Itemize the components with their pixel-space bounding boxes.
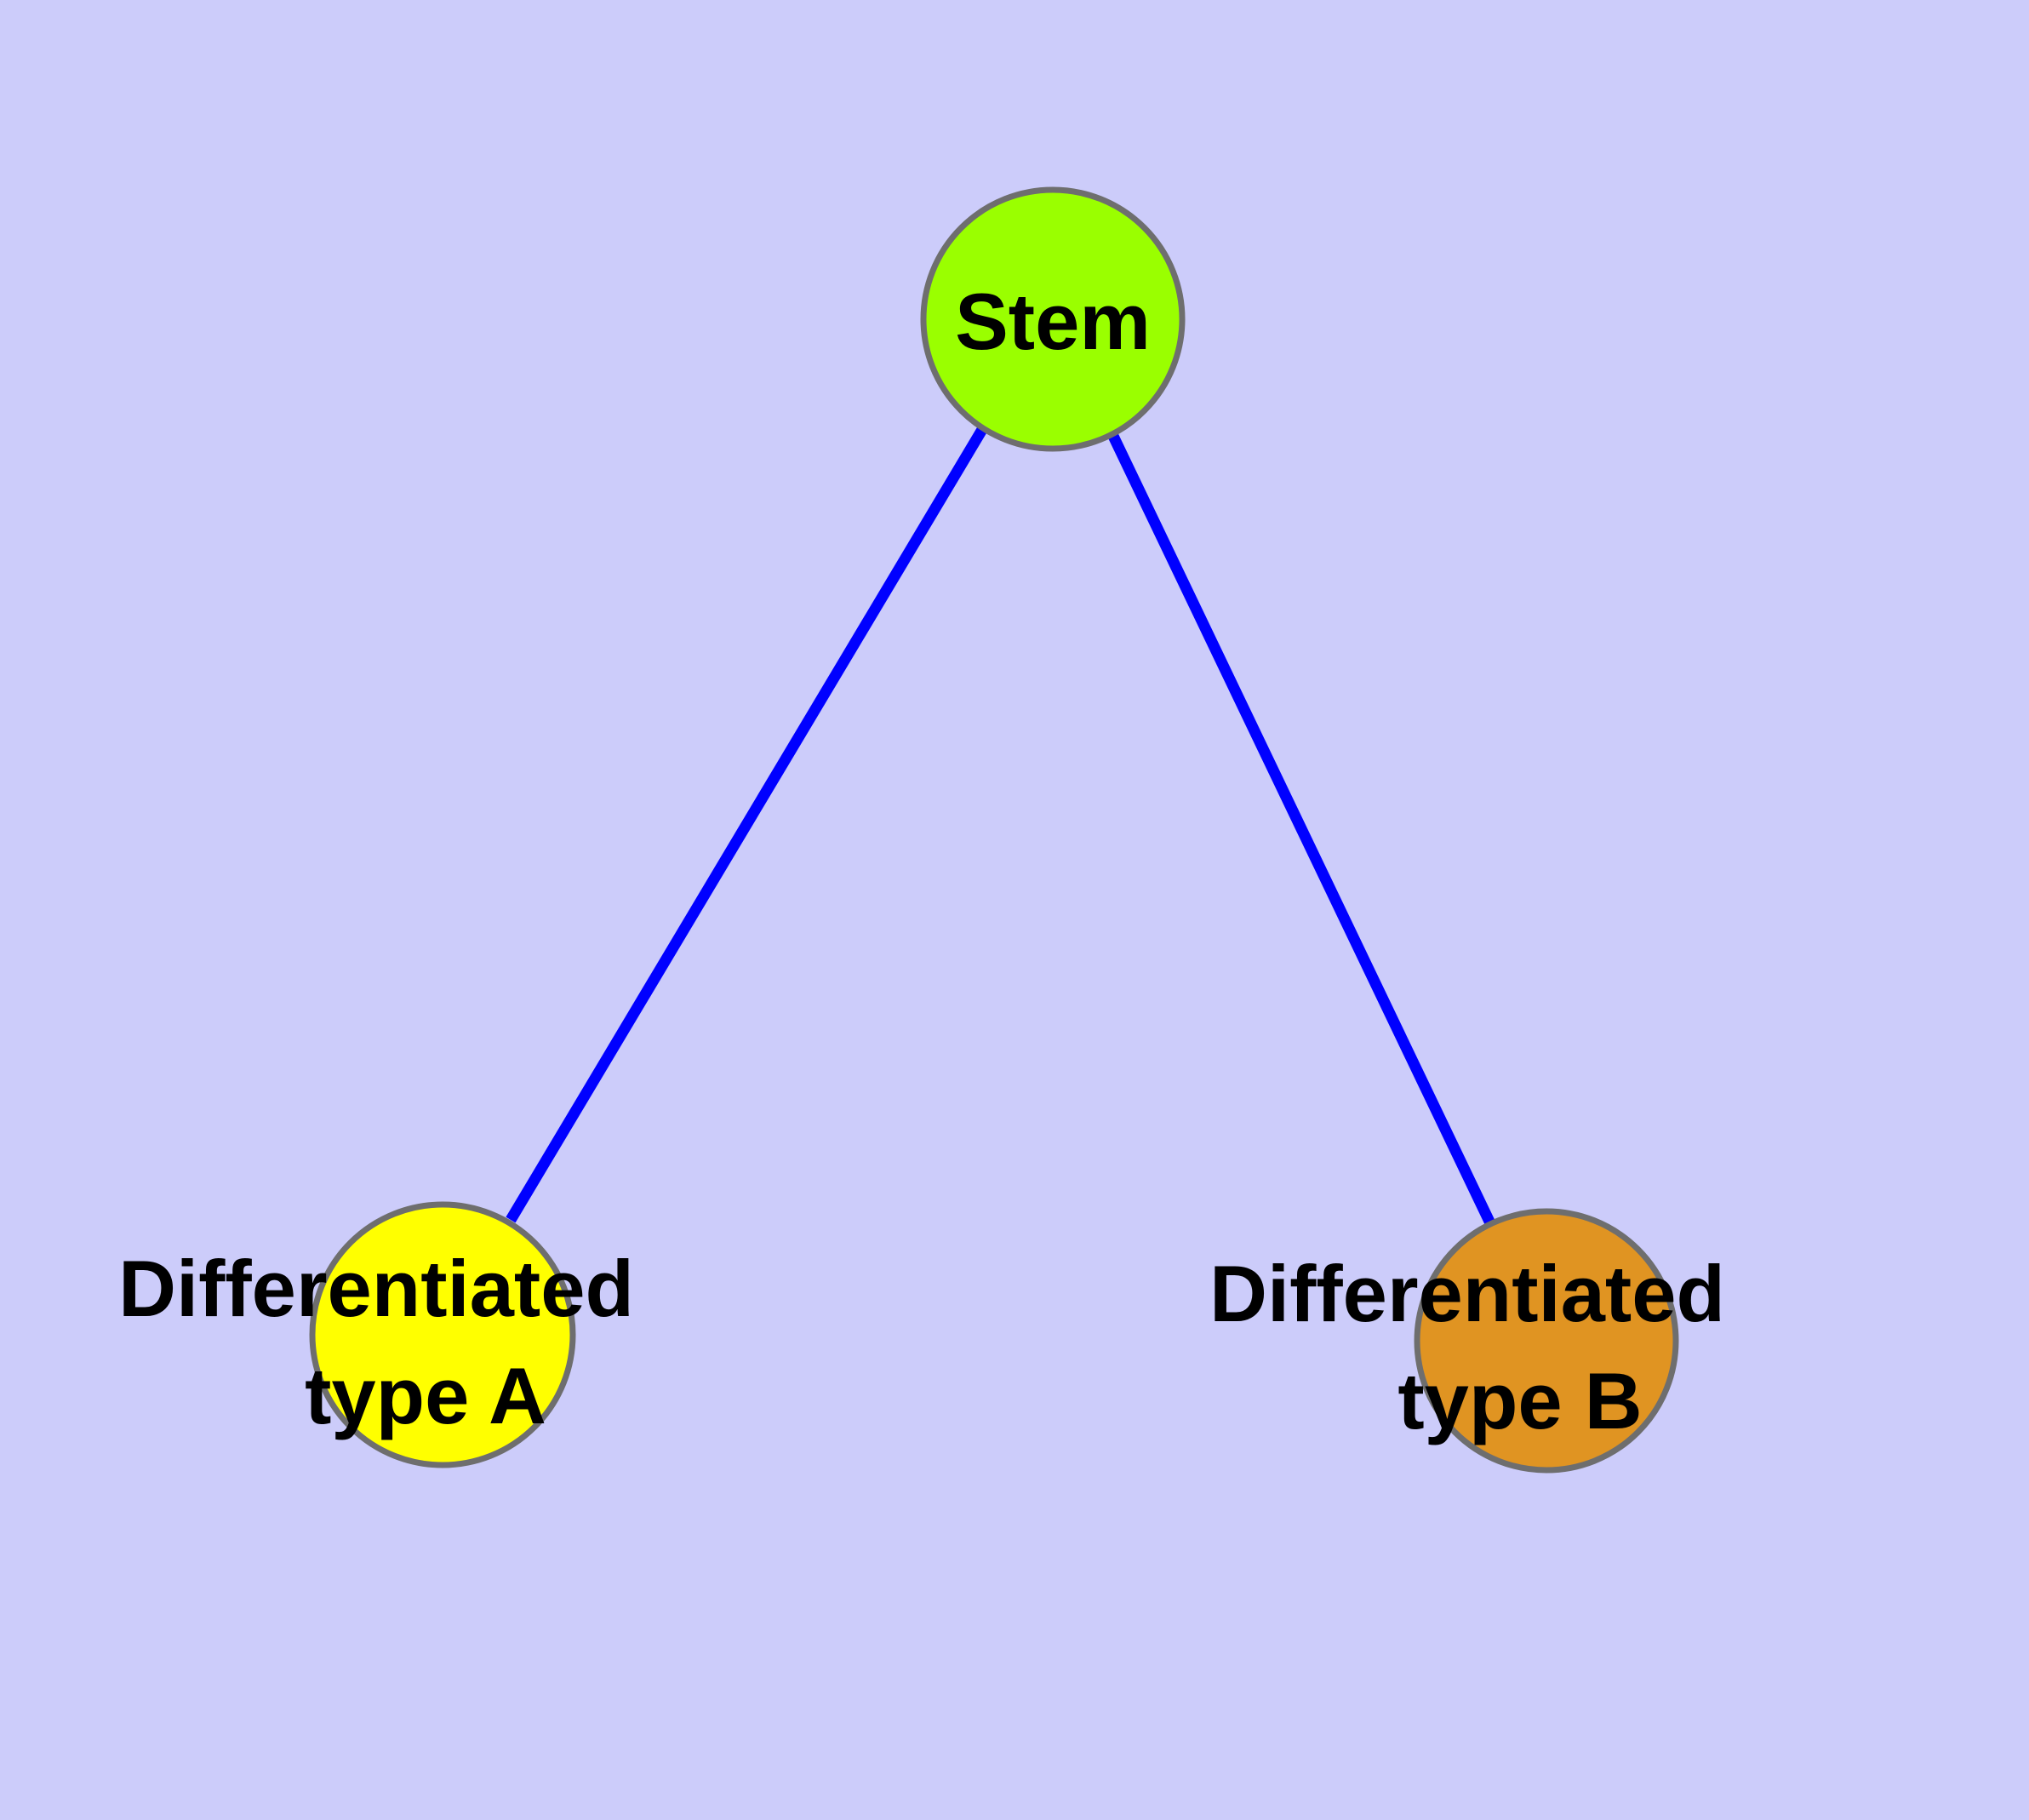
node-stem[interactable] — [920, 186, 1186, 452]
node-label-differentiated-type-a-line1: Differentiated — [118, 1244, 634, 1333]
node-layer — [309, 186, 1679, 1474]
label-layer: Stem Differentiated type A Differentiate… — [118, 277, 1725, 1445]
node-label-differentiated-type-b-line1: Differentiated — [1209, 1249, 1725, 1338]
node-differentiated-type-b[interactable] — [1414, 1208, 1679, 1474]
edge-stem-to-differentiated-type-b[interactable] — [1106, 430, 1495, 1226]
edge-layer — [506, 425, 1495, 1226]
node-circle-differentiated-type-b[interactable] — [1414, 1208, 1679, 1474]
node-circle-stem[interactable] — [920, 186, 1186, 452]
node-differentiated-type-a[interactable] — [309, 1201, 576, 1468]
node-label-stem: Stem — [955, 277, 1151, 366]
node-label-differentiated-type-a-line2: type A — [305, 1351, 546, 1440]
node-label-differentiated-type-b-line2: type B — [1397, 1356, 1642, 1445]
edge-stem-to-differentiated-type-a[interactable] — [506, 425, 988, 1223]
node-circle-differentiated-type-a[interactable] — [309, 1201, 576, 1468]
